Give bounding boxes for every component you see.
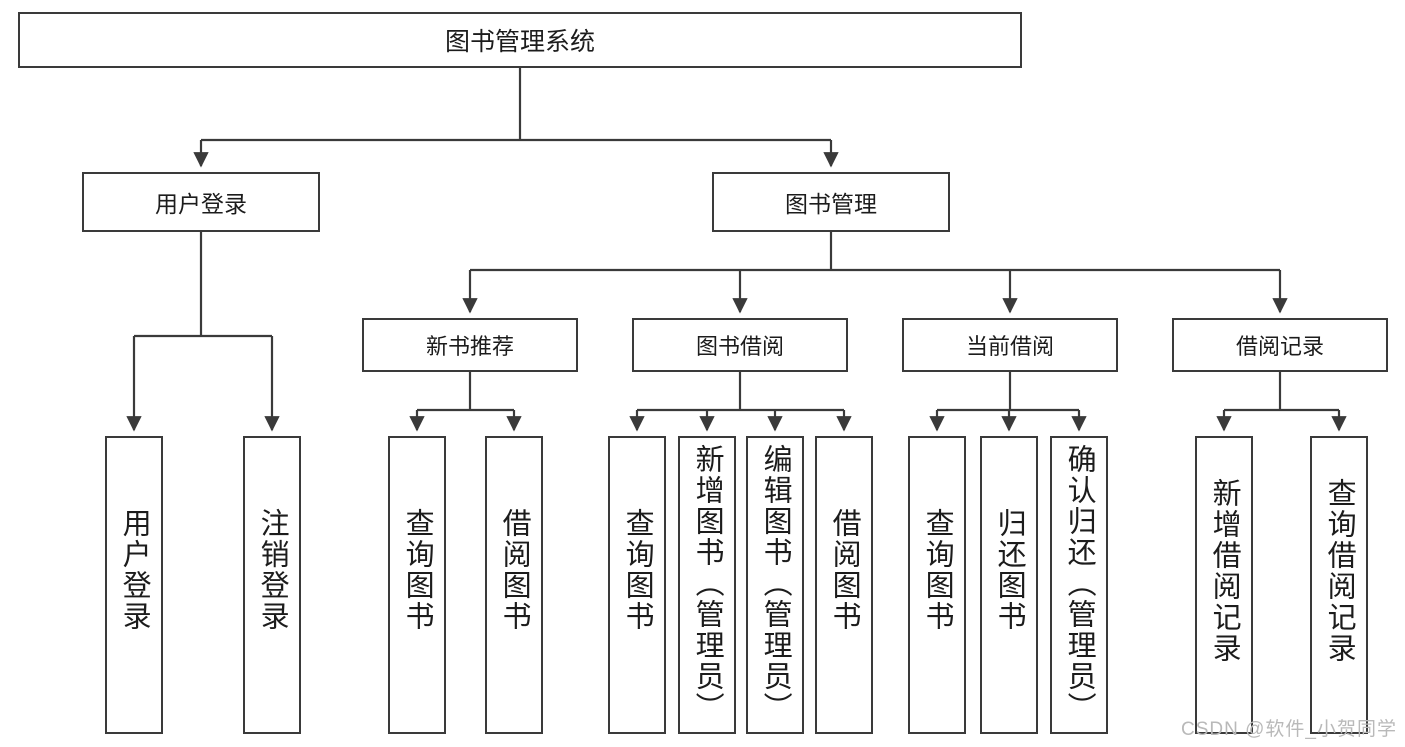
leaf-borrow-book-label: 借阅图书 xyxy=(828,508,861,632)
leaf-borrow-add-book-label: 新增图书（管理员） xyxy=(691,444,724,723)
leaf-new-books-borrow-label: 借阅图书 xyxy=(498,508,531,632)
node-book-management-label: 图书管理 xyxy=(785,191,877,217)
leaf-current-confirm-return-label: 确认归还（管理员） xyxy=(1063,444,1096,723)
leaf-new-books-query-label: 查询图书 xyxy=(401,508,434,632)
leaf-records-add-label: 新增借阅记录 xyxy=(1208,478,1241,664)
leaf-current-confirm-return[interactable]: 确认归还（管理员） xyxy=(1050,436,1108,734)
node-user-login-label: 用户登录 xyxy=(155,191,247,217)
node-new-book-recommend[interactable]: 新书推荐 xyxy=(362,318,578,372)
node-borrow-records[interactable]: 借阅记录 xyxy=(1172,318,1388,372)
node-user-login[interactable]: 用户登录 xyxy=(82,172,320,232)
node-new-book-recommend-label: 新书推荐 xyxy=(425,334,514,359)
leaf-new-books-borrow[interactable]: 借阅图书 xyxy=(485,436,543,734)
leaf-borrow-edit-book[interactable]: 编辑图书（管理员） xyxy=(746,436,804,734)
leaf-borrow-query[interactable]: 查询图书 xyxy=(608,436,666,734)
leaf-borrow-edit-book-label: 编辑图书（管理员） xyxy=(759,444,792,723)
leaf-records-query[interactable]: 查询借阅记录 xyxy=(1310,436,1368,734)
leaf-records-add[interactable]: 新增借阅记录 xyxy=(1195,436,1253,734)
node-book-management[interactable]: 图书管理 xyxy=(712,172,950,232)
node-borrow-records-label: 借阅记录 xyxy=(1235,334,1324,359)
leaf-user-logout[interactable]: 注销登录 xyxy=(243,436,301,734)
leaf-current-query[interactable]: 查询图书 xyxy=(908,436,966,734)
leaf-borrow-query-label: 查询图书 xyxy=(621,508,654,632)
node-current-borrow[interactable]: 当前借阅 xyxy=(902,318,1118,372)
node-book-borrow-label: 图书借阅 xyxy=(695,334,784,359)
leaf-current-query-label: 查询图书 xyxy=(921,508,954,632)
node-current-borrow-label: 当前借阅 xyxy=(965,334,1054,359)
watermark: CSDN @软件_小贺同学 xyxy=(1181,719,1397,740)
leaf-current-return-label: 归还图书 xyxy=(993,508,1026,632)
node-root[interactable]: 图书管理系统 xyxy=(18,12,1022,68)
leaf-borrow-add-book[interactable]: 新增图书（管理员） xyxy=(678,436,736,734)
leaf-records-query-label: 查询借阅记录 xyxy=(1323,478,1356,664)
node-book-borrow[interactable]: 图书借阅 xyxy=(632,318,848,372)
leaf-user-logout-label: 注销登录 xyxy=(256,508,289,632)
leaf-user-login-label: 用户登录 xyxy=(118,508,151,632)
node-root-label: 图书管理系统 xyxy=(444,28,595,56)
leaf-current-return[interactable]: 归还图书 xyxy=(980,436,1038,734)
leaf-borrow-book[interactable]: 借阅图书 xyxy=(815,436,873,734)
leaf-user-login[interactable]: 用户登录 xyxy=(105,436,163,734)
leaf-new-books-query[interactable]: 查询图书 xyxy=(388,436,446,734)
